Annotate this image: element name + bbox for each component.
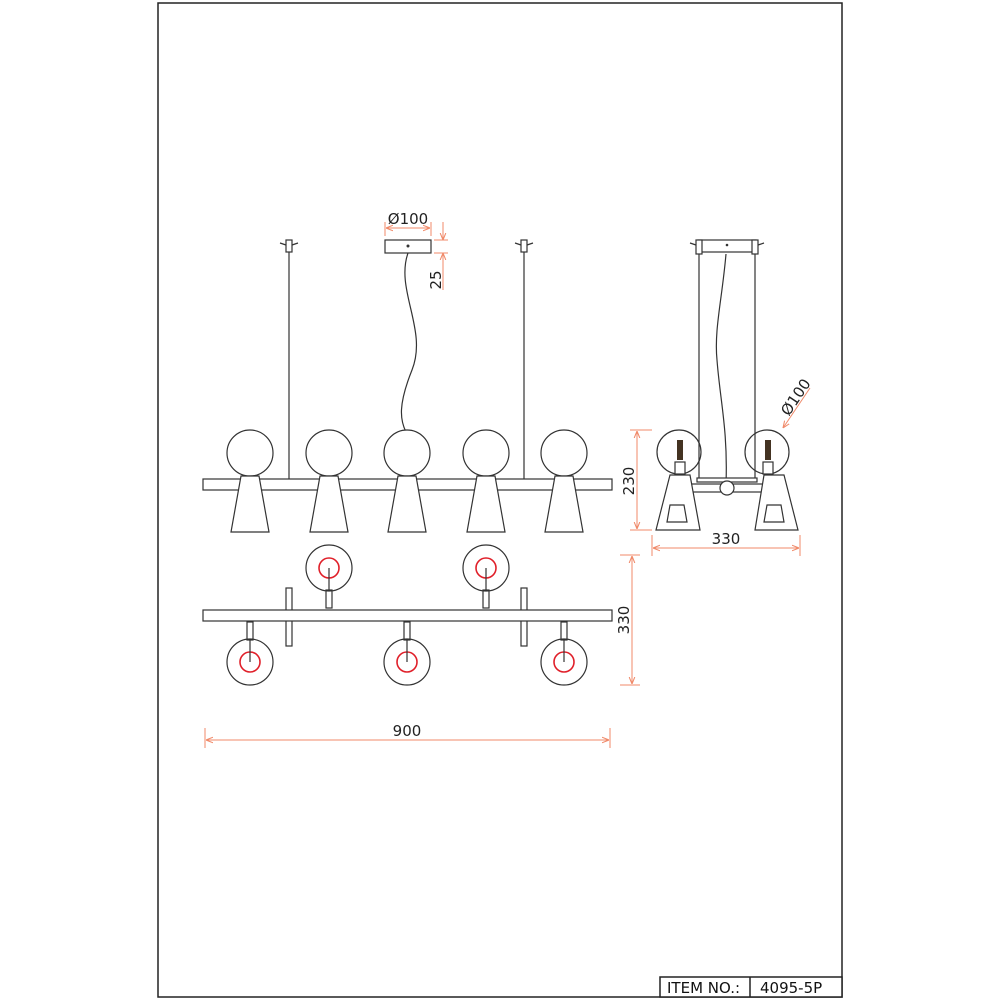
pendant-lamp — [540, 429, 588, 533]
canopy-diameter-dimension: Ø100 — [384, 210, 432, 236]
power-cable — [400, 252, 417, 433]
pendant-lamp — [383, 429, 431, 533]
cone-shade — [309, 475, 349, 533]
cone-shade — [466, 475, 506, 533]
pendant-lamp — [462, 429, 510, 533]
canopy-height-dimension: 25 — [427, 222, 448, 290]
glass-globe — [540, 429, 588, 477]
side-height-dimension: 230 — [620, 429, 652, 531]
canopy-height-label: 25 — [427, 270, 445, 289]
plan-bar — [202, 609, 613, 622]
lamp-top-view — [462, 544, 510, 609]
cone-shade — [544, 475, 584, 533]
side-width-dimension: 330 — [651, 530, 801, 556]
plan-length-label: 900 — [393, 722, 422, 740]
cone-shade — [387, 475, 427, 533]
plan-view — [202, 544, 613, 686]
glass-globe — [383, 429, 431, 477]
title-block: ITEM NO.: 4095-5P — [659, 976, 843, 998]
side-view — [655, 239, 799, 531]
pendant-lamp — [305, 429, 353, 533]
lamp-top-view — [540, 621, 588, 686]
lamp-top-view — [226, 621, 274, 686]
side-globe-diameter-label: Ø100 — [777, 375, 815, 419]
suspension-wire-left — [279, 239, 299, 479]
pendant-lamp — [226, 429, 274, 533]
suspension-wire-right — [514, 239, 534, 479]
plan-depth-label: 330 — [615, 606, 633, 635]
lamp-top-view — [383, 621, 431, 686]
plan-length-dimension: 900 — [204, 722, 611, 748]
side-height-label: 230 — [620, 467, 638, 496]
glass-globe — [305, 429, 353, 477]
item-number-label: ITEM NO.: — [667, 979, 740, 997]
front-view — [202, 239, 613, 533]
lamp-top-view — [305, 544, 353, 609]
side-width-label: 330 — [712, 530, 741, 548]
glass-globe — [462, 429, 510, 477]
plan-depth-dimension: 330 — [615, 554, 640, 686]
canopy-diameter-label: Ø100 — [388, 210, 428, 228]
item-number-value: 4095-5P — [760, 979, 822, 997]
glass-globe — [226, 429, 274, 477]
cone-shade — [230, 475, 270, 533]
drawing-frame — [157, 2, 843, 998]
side-globe-diameter-dimension: Ø100 — [777, 375, 815, 428]
